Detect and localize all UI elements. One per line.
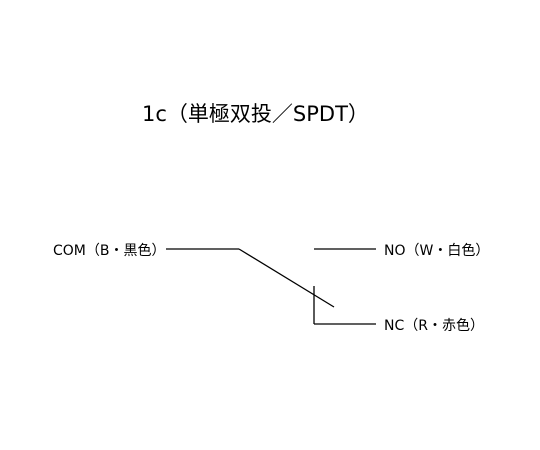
com-terminal-label: COM（B・黒色） <box>53 242 165 259</box>
switch-arm <box>238 248 335 308</box>
nc-terminal-label: NC（R・赤色） <box>384 317 484 334</box>
no-terminal-label: NO（W・白色） <box>384 242 489 259</box>
diagram-title: 1c（単極双投／SPDT） <box>142 102 369 126</box>
